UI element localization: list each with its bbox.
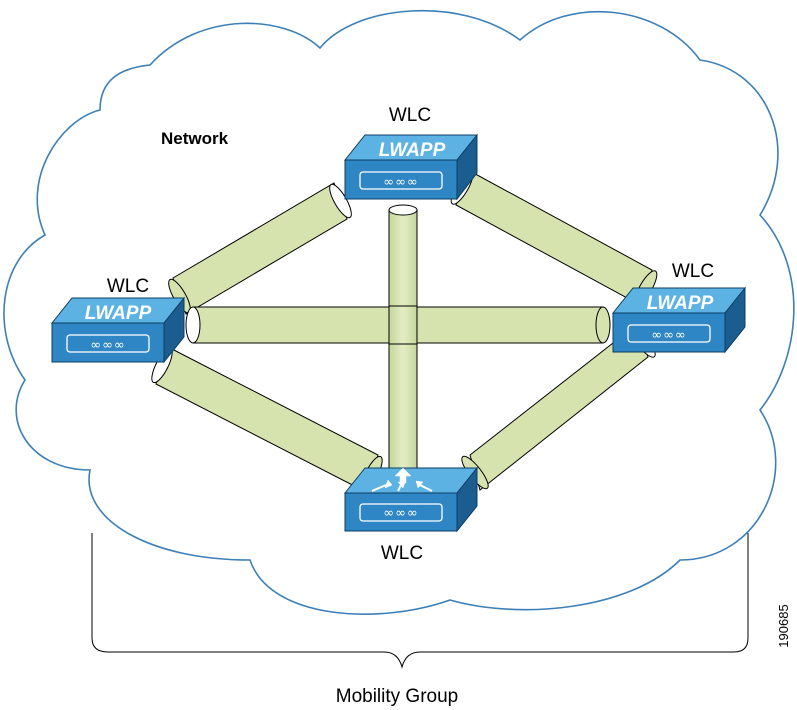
mobility-group-brace — [91, 533, 749, 669]
wlc-left-coil: ∞∞∞ — [90, 338, 126, 353]
mobility-group-label: Mobility Group — [336, 686, 459, 707]
wlc-top-badge: LWAPP — [379, 140, 446, 161]
wlc-left-label: WLC — [107, 276, 149, 297]
figure-id: 190685 — [776, 604, 791, 647]
wlc-left-badge: LWAPP — [85, 303, 152, 324]
wlc-top-label: WLC — [389, 105, 431, 126]
wlc-device-left: LWAPP ∞∞∞ — [50, 296, 186, 364]
wlc-right-coil: ∞∞∞ — [651, 328, 687, 343]
wlc-bottom-coil: ∞∞∞ — [383, 506, 419, 521]
wlc-device-right: LWAPP ∞∞∞ — [611, 286, 747, 354]
wlc-device-top: LWAPP ∞∞∞ — [343, 133, 479, 201]
wlc-device-bottom: ∞∞∞ — [343, 466, 479, 533]
wlc-bottom-label: WLC — [381, 543, 423, 564]
network-label: Network — [161, 129, 229, 148]
wlc-right-badge: LWAPP — [647, 293, 714, 314]
wlc-top-coil: ∞∞∞ — [383, 175, 419, 190]
link-top-bottom-overlap — [388, 305, 418, 345]
wlc-right-label: WLC — [672, 261, 714, 282]
converging-arrows-icon — [371, 467, 433, 492]
